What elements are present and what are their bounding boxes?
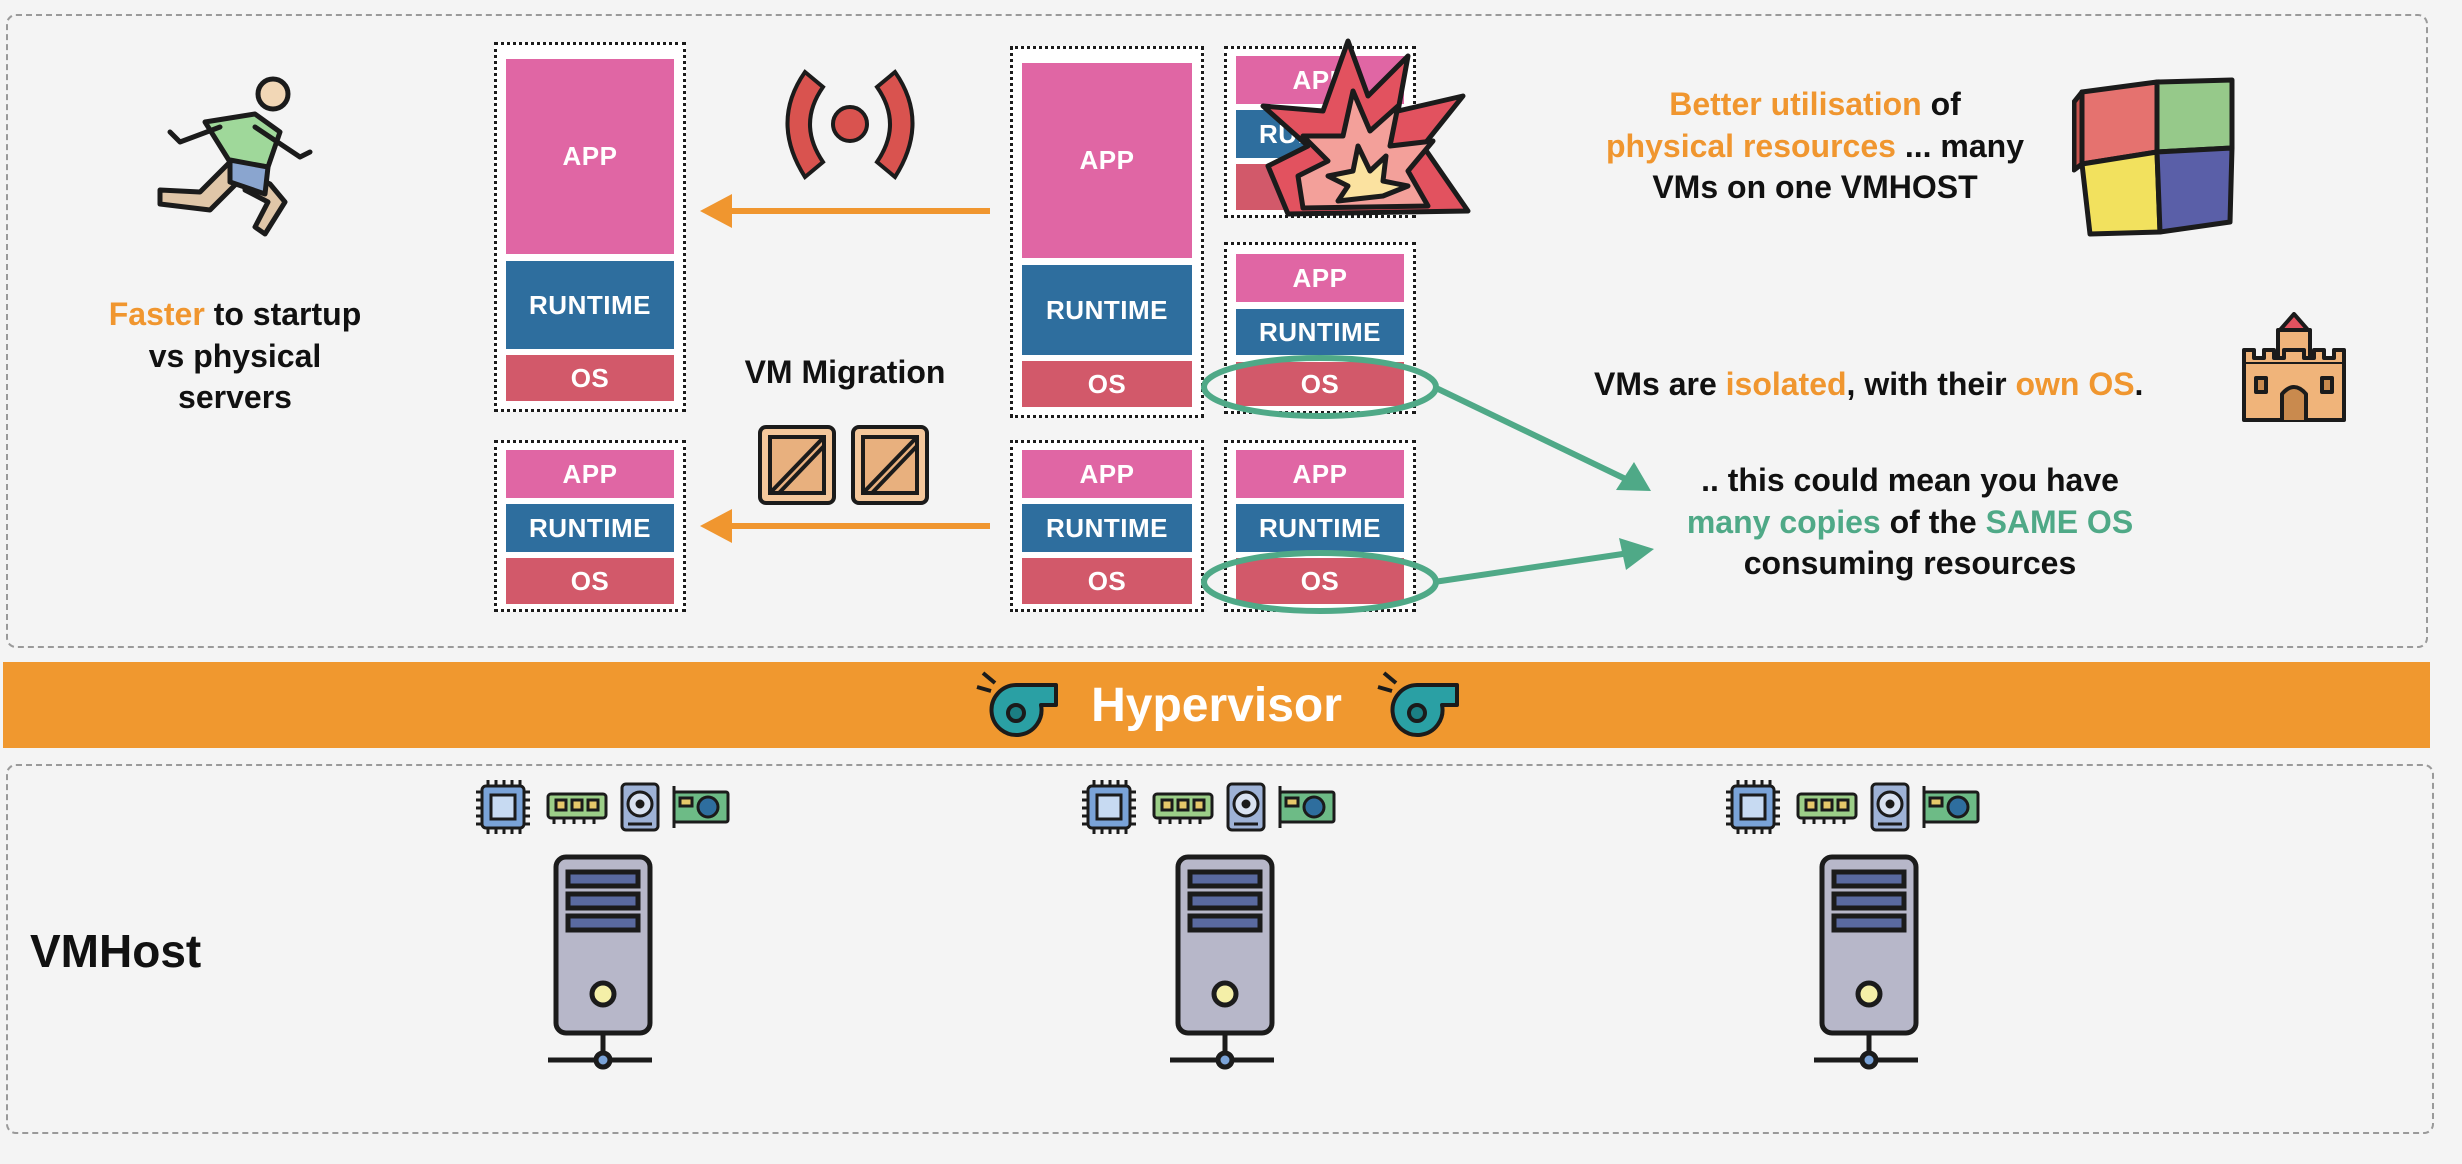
migrated-vm-large: APP RUNTIME OS <box>494 42 686 412</box>
disk-icon <box>620 782 660 832</box>
vmhost-server <box>1080 778 1340 1078</box>
server-tower-icon <box>1814 854 1919 1070</box>
vm-right-middle: APP RUNTIME OS <box>1224 242 1416 414</box>
os-layer: OS <box>1022 361 1192 407</box>
migration-arrows <box>700 194 990 543</box>
crate-icon <box>851 425 929 505</box>
whistle-icon <box>1377 671 1459 737</box>
nic-icon <box>1278 786 1336 828</box>
os-layer: OS <box>1022 558 1192 604</box>
castle-icon <box>2242 312 2346 422</box>
os-layer: OS <box>506 558 674 604</box>
cpu-icon <box>1726 780 1780 834</box>
vmhost-server <box>474 778 734 1078</box>
vm-small: APP RUNTIME OS <box>1010 440 1204 612</box>
migrated-vm-small: APP RUNTIME OS <box>494 440 686 612</box>
runtime-layer: RUNTIME <box>1022 504 1192 552</box>
isolation-caption: VMs are isolated, with their own OS. <box>1594 366 2144 402</box>
nic-icon <box>672 786 730 828</box>
cubes-icon <box>2072 77 2235 237</box>
hypervisor-bar: Hypervisor <box>3 662 2430 748</box>
copies-caption: .. this could mean you have many copies … <box>1686 462 2134 582</box>
runtime-layer: RUNTIME <box>1236 504 1404 552</box>
ram-icon <box>1152 792 1214 824</box>
runner-icon <box>157 76 313 237</box>
cpu-icon <box>1082 780 1136 834</box>
os-layer: OS <box>1236 558 1404 604</box>
runtime-layer: RUNTIME <box>506 261 674 349</box>
app-layer: APP <box>1022 63 1192 258</box>
utilisation-caption: Better utilisation of physical resources… <box>1606 86 2024 206</box>
disk-icon <box>1870 782 1910 832</box>
ram-icon <box>546 792 608 824</box>
app-layer: APP <box>1236 450 1404 498</box>
runtime-layer: RUNTIME <box>1022 265 1192 355</box>
migration-label: VM Migration <box>744 354 946 390</box>
vmhost-server <box>1724 778 1984 1078</box>
vm-large: APP RUNTIME OS <box>1010 46 1204 418</box>
startup-caption: Faster to startup vs physical servers <box>108 296 362 416</box>
server-tower-icon <box>1170 854 1275 1070</box>
disk-icon <box>1226 782 1266 832</box>
runtime-layer: RUNTIME <box>1236 309 1404 355</box>
runtime-layer: RUNTIME <box>506 504 674 552</box>
crate-icon <box>758 425 836 505</box>
vmhost-label: VMHost <box>30 925 202 977</box>
explosion-icon <box>1260 38 1471 217</box>
whistle-icon <box>976 671 1059 737</box>
app-layer: APP <box>506 450 674 498</box>
os-layer: OS <box>506 355 674 401</box>
hypervisor-label: Hypervisor <box>1091 678 1342 732</box>
server-tower-icon <box>548 854 653 1070</box>
vm-right-bottom: APP RUNTIME OS <box>1224 440 1416 612</box>
app-layer: APP <box>1236 254 1404 302</box>
os-duplication-arrows <box>1201 355 1654 614</box>
vm-panel <box>6 14 2428 648</box>
nic-icon <box>1922 786 1980 828</box>
app-layer: APP <box>506 59 674 254</box>
wifi-signal-icon <box>785 69 915 180</box>
app-layer: APP <box>1022 450 1192 498</box>
os-layer: OS <box>1236 362 1404 406</box>
ram-icon <box>1796 792 1858 824</box>
cpu-icon <box>476 780 530 834</box>
